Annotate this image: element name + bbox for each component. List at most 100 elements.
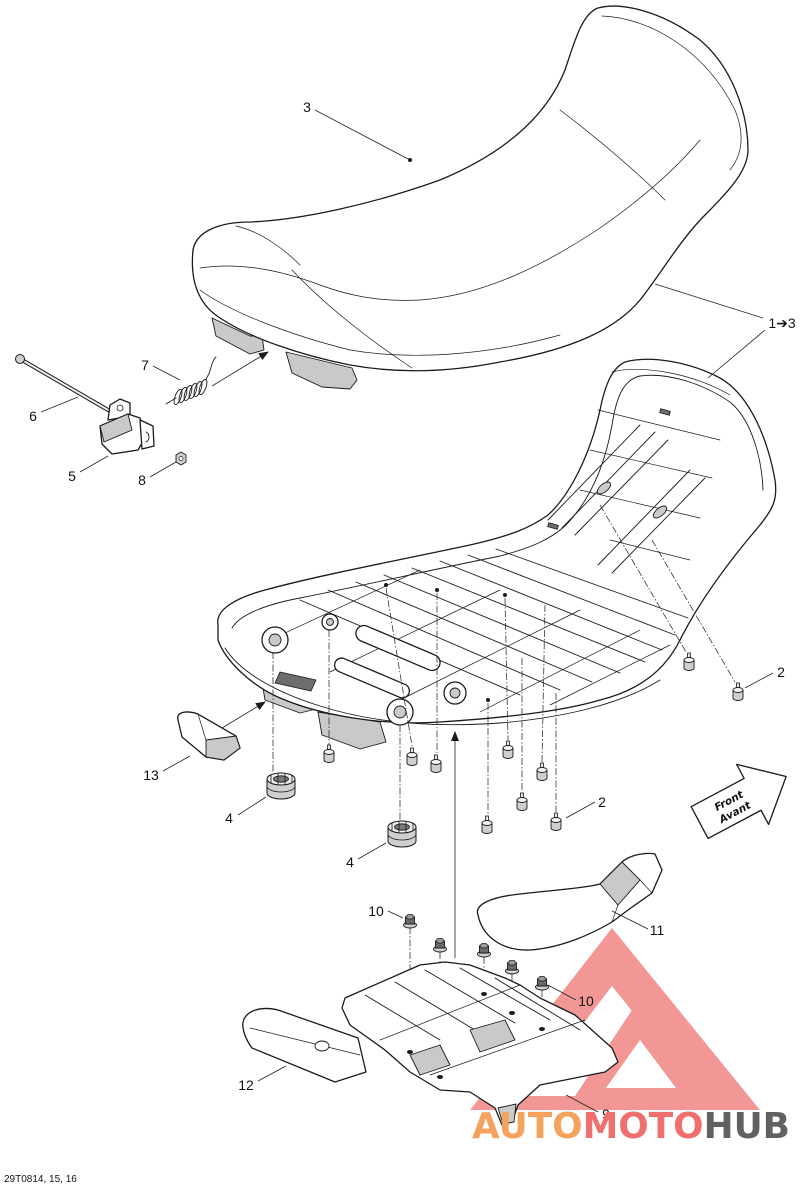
pan-rib-cross: [549, 644, 671, 706]
torsion-spring: [165, 356, 217, 406]
skid-bolt-hole: [481, 992, 487, 996]
callout-grommet-center: 4: [346, 854, 354, 870]
leader-line-strip: [257, 1065, 287, 1082]
alignment-line: [651, 539, 736, 683]
foam-pad-fold: [611, 879, 653, 923]
pan-rib-cross: [399, 609, 581, 701]
latch-tab-hole: [116, 404, 124, 412]
watermark-part-moto: MOTO: [583, 1106, 704, 1147]
callout-skid-plate: 9: [602, 1106, 610, 1122]
front-pad-face: [205, 735, 241, 761]
bumper-peg: [536, 762, 548, 781]
pan-rear-tab: [659, 408, 671, 416]
pan-channel-line: [561, 431, 656, 529]
strip-hole: [314, 1040, 330, 1052]
leader-line-assembly-seat: [654, 283, 764, 319]
pan-channel-line: [611, 477, 706, 574]
skid-rib: [364, 994, 441, 1041]
callout-bolt: 6: [29, 408, 37, 424]
skid-recess: [469, 1019, 516, 1053]
skid-bolt-hole: [539, 1027, 545, 1031]
bumper-peg: [516, 792, 528, 811]
pan-rib-long: [327, 589, 561, 691]
pan-rib-cross: [269, 569, 421, 641]
callout-bumper-front: 2: [598, 794, 606, 810]
bolt-head: [15, 354, 25, 364]
pan-slot-lower: [333, 657, 411, 699]
skid-bracket: [497, 1103, 517, 1125]
leader-line-latch: [79, 455, 109, 473]
nut-hole: [178, 456, 184, 461]
pan-rib-cross: [479, 629, 641, 713]
skid-cross-rib: [379, 984, 521, 1041]
leader-line-nut: [149, 461, 177, 478]
bumper-peg: [732, 682, 744, 701]
spring-coil: [178, 386, 188, 404]
pan-inner-rim: [231, 374, 764, 629]
bolt-shank: [21, 359, 109, 411]
pan-channel-line: [547, 424, 641, 521]
bumper-peg: [502, 740, 514, 759]
seat-front-panel-seam: [235, 225, 301, 266]
leader-line-skid-plate: [565, 1094, 599, 1113]
pan-recess: [274, 671, 317, 692]
alignment-line: [504, 597, 509, 741]
spring-coil: [183, 384, 193, 402]
skid-bolt-hole: [437, 1075, 443, 1079]
assembly-arrow-pad-to-pan: [221, 701, 266, 729]
pan-boss-hole: [268, 633, 282, 647]
skid-cross-rib: [429, 1019, 586, 1076]
flange-bolt: [433, 938, 447, 953]
seat-cushion: [191, 5, 749, 390]
callout-grommet-left: 4: [225, 810, 233, 826]
pan-hole: [503, 593, 507, 597]
front-arrow-shape: [690, 763, 787, 840]
leader-line-bolts-left: [387, 910, 404, 919]
pan-bosses: [261, 583, 507, 726]
callout-bolts-left: 10: [368, 903, 384, 919]
watermark-wordmark: AUTOMOTOHUB: [472, 1106, 790, 1147]
watermark-triangle-inner: [575, 998, 708, 1096]
callout-strip: 12: [238, 1077, 254, 1093]
leader-line-grommet-center: [357, 842, 387, 860]
front-pad-edge: [197, 713, 207, 741]
grommet-center: [387, 820, 417, 848]
foam-pad-outline: [476, 852, 663, 951]
callout-nut: 8: [138, 472, 146, 488]
callout-bumper-rear: 2: [777, 664, 785, 680]
skid-recess: [409, 1044, 451, 1076]
leader-line-assembly-pan: [707, 329, 766, 379]
figure-code: 29T0814, 15, 16: [4, 1174, 77, 1185]
skid-rib: [424, 969, 516, 1024]
spring-coil: [198, 378, 208, 396]
pan-rear-channels: [547, 408, 721, 574]
seat-under-block-front: [211, 317, 265, 355]
seat-rear-piping: [601, 15, 742, 171]
pan-boss-hole: [326, 618, 334, 626]
leader-line-front-pad: [162, 755, 191, 772]
latch-side-tab: [139, 419, 155, 450]
bumper-peg: [323, 744, 335, 763]
callout-foam-pad: 11: [650, 922, 665, 938]
callout-front-pad: 13: [143, 767, 159, 783]
spring-coil: [193, 380, 203, 398]
skid-rib: [394, 981, 481, 1034]
pan-lower-rim: [224, 647, 661, 726]
leader-line-bumper-rear: [744, 672, 774, 689]
foam-pad: [476, 852, 663, 951]
front-direction-arrow: Front Avant: [690, 763, 787, 840]
pan-rear-rib: [579, 489, 701, 519]
seat-side-seam: [291, 269, 413, 369]
skid-bolt-hole: [407, 1050, 413, 1054]
assembly-arrow-spring-to-seat: [211, 351, 269, 387]
flange-bolt: [505, 960, 519, 975]
callout-bolts-right: 10: [578, 993, 594, 1009]
grommet-left: [266, 772, 296, 800]
leader-line-seat: [314, 109, 411, 161]
bumper-peg: [406, 747, 418, 766]
latch-slot: [145, 431, 150, 443]
skid-rib: [494, 977, 581, 1031]
strip-fold: [249, 1027, 361, 1056]
pan-channel-line: [597, 469, 691, 566]
callout-numbers: 3 1➔3 6 7 5 8 2 13 4 2 4 10 11 10 12 9: [29, 99, 796, 1122]
